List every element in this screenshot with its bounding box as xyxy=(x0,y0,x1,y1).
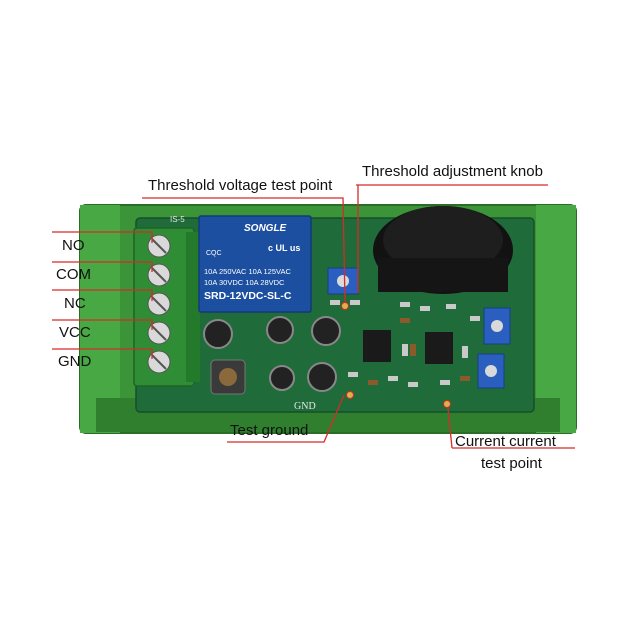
callout-current-test-line1: Current current xyxy=(455,433,556,450)
terminal-screw xyxy=(147,292,171,316)
terminal-label-nc: NC xyxy=(64,295,86,312)
relay xyxy=(198,215,312,313)
capacitors xyxy=(203,316,341,392)
callout-threshold-voltage: Threshold voltage test point xyxy=(148,177,333,194)
terminal-screw xyxy=(147,321,171,345)
silkscreen-gnd: GND xyxy=(294,401,316,412)
terminal-screw xyxy=(147,263,171,287)
terminal-screws xyxy=(147,234,171,374)
terminal-screw xyxy=(147,350,171,374)
terminal-label-no: NO xyxy=(62,237,85,254)
silkscreen-board-id: IS-5 xyxy=(170,215,185,224)
terminal-label-com: COM xyxy=(56,266,91,283)
relay-model: SRD-12VDC-SL-C xyxy=(204,290,292,302)
inductor xyxy=(210,359,246,395)
current-test-point xyxy=(443,400,451,408)
threshold-potentiometer xyxy=(327,267,359,295)
relay-brand: SONGLE xyxy=(244,223,287,234)
relay-rating-line2: 10A 30VDC 10A 28VDC xyxy=(204,278,285,287)
terminal-screw xyxy=(147,234,171,258)
terminal-label-vcc: VCC xyxy=(59,324,91,341)
terminal-label-gnd: GND xyxy=(58,353,92,370)
threshold-voltage-test-point xyxy=(341,302,349,310)
smd-components xyxy=(330,300,480,387)
callout-current-test-line2: test point xyxy=(481,455,542,472)
callout-leaders xyxy=(142,184,575,449)
terminal-leaders xyxy=(52,231,153,359)
side-potentiometers xyxy=(477,307,511,389)
relay-rating-line1: 10A 250VAC 10A 125VAC xyxy=(204,267,291,276)
relay-cert-mark: c UL us xyxy=(268,243,301,253)
relay-cqc-mark: CQC xyxy=(206,250,222,257)
callout-test-ground: Test ground xyxy=(230,422,309,439)
ic-chips xyxy=(363,330,453,364)
callout-threshold-knob: Threshold adjustment knob xyxy=(362,163,543,180)
current-transformer xyxy=(373,206,513,294)
ground-test-point xyxy=(346,391,354,399)
